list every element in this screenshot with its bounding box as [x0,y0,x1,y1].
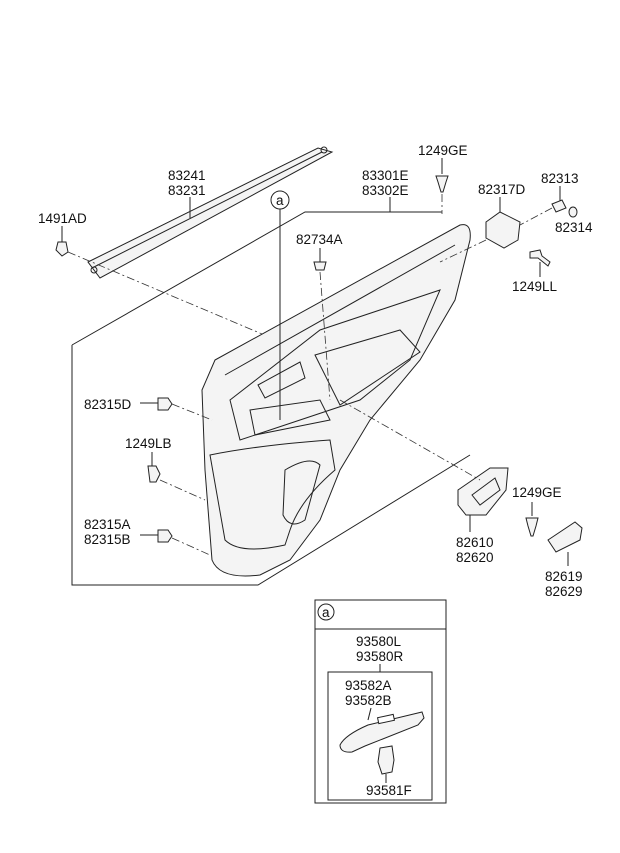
label-82317D: 82317D [478,182,526,197]
part-labels: 83241 83231 1491AD 83301E 83302E 1249GE … [38,143,593,599]
switch-93581F [377,745,395,775]
label-93582B: 93582B [345,693,392,708]
belt-weatherstrip [87,146,334,279]
label-82734A: 82734A [296,232,343,247]
label-1249GE-bottom: 1249GE [512,485,562,500]
label-82315A: 82315A [84,517,131,532]
label-82315D: 82315D [84,397,132,412]
screw-1249LL [529,249,551,267]
detail-a-ref: a [322,605,330,620]
washer-82314 [568,206,578,218]
label-82620: 82620 [456,550,494,565]
label-83241: 83241 [168,168,206,183]
bracket-82317D [485,211,521,249]
label-93581F: 93581F [366,783,412,798]
clip-82315A [157,529,173,543]
door-trim-panel [201,224,471,577]
label-1491AD: 1491AD [38,211,87,226]
label-83302E: 83302E [362,183,409,198]
label-82610: 82610 [456,535,494,550]
label-93582A: 93582A [345,678,392,693]
cover-82619 [547,521,583,553]
callout-a-label: a [276,193,284,208]
label-82315B: 82315B [84,532,131,547]
label-82619: 82619 [545,569,583,584]
label-82314: 82314 [555,220,593,235]
label-82629: 82629 [545,584,583,599]
clip-82734A [313,261,327,271]
clip-82315D [157,397,173,411]
screw-1249GE-bottom [525,517,539,537]
detail-a-callout [317,603,335,621]
label-93580L: 93580L [356,634,402,649]
label-83231: 83231 [168,183,206,198]
panel-frame [71,211,471,586]
inside-handle-82610 [457,467,509,516]
clip-1491AD [55,241,69,257]
label-93580R: 93580R [356,649,404,664]
label-82313: 82313 [541,171,579,186]
label-1249LL: 1249LL [512,279,558,294]
label-83301E: 83301E [362,168,409,183]
detail-a-box: a 93580L 93580R 93582A 93582B 93581F [314,599,447,804]
label-1249GE-top: 1249GE [418,143,468,158]
screw-1249GE-top [435,175,449,193]
screw-1249LB [147,465,161,483]
nut-82313 [551,199,567,213]
label-1249LB: 1249LB [125,436,172,451]
switch-panel-93582A [339,711,425,753]
